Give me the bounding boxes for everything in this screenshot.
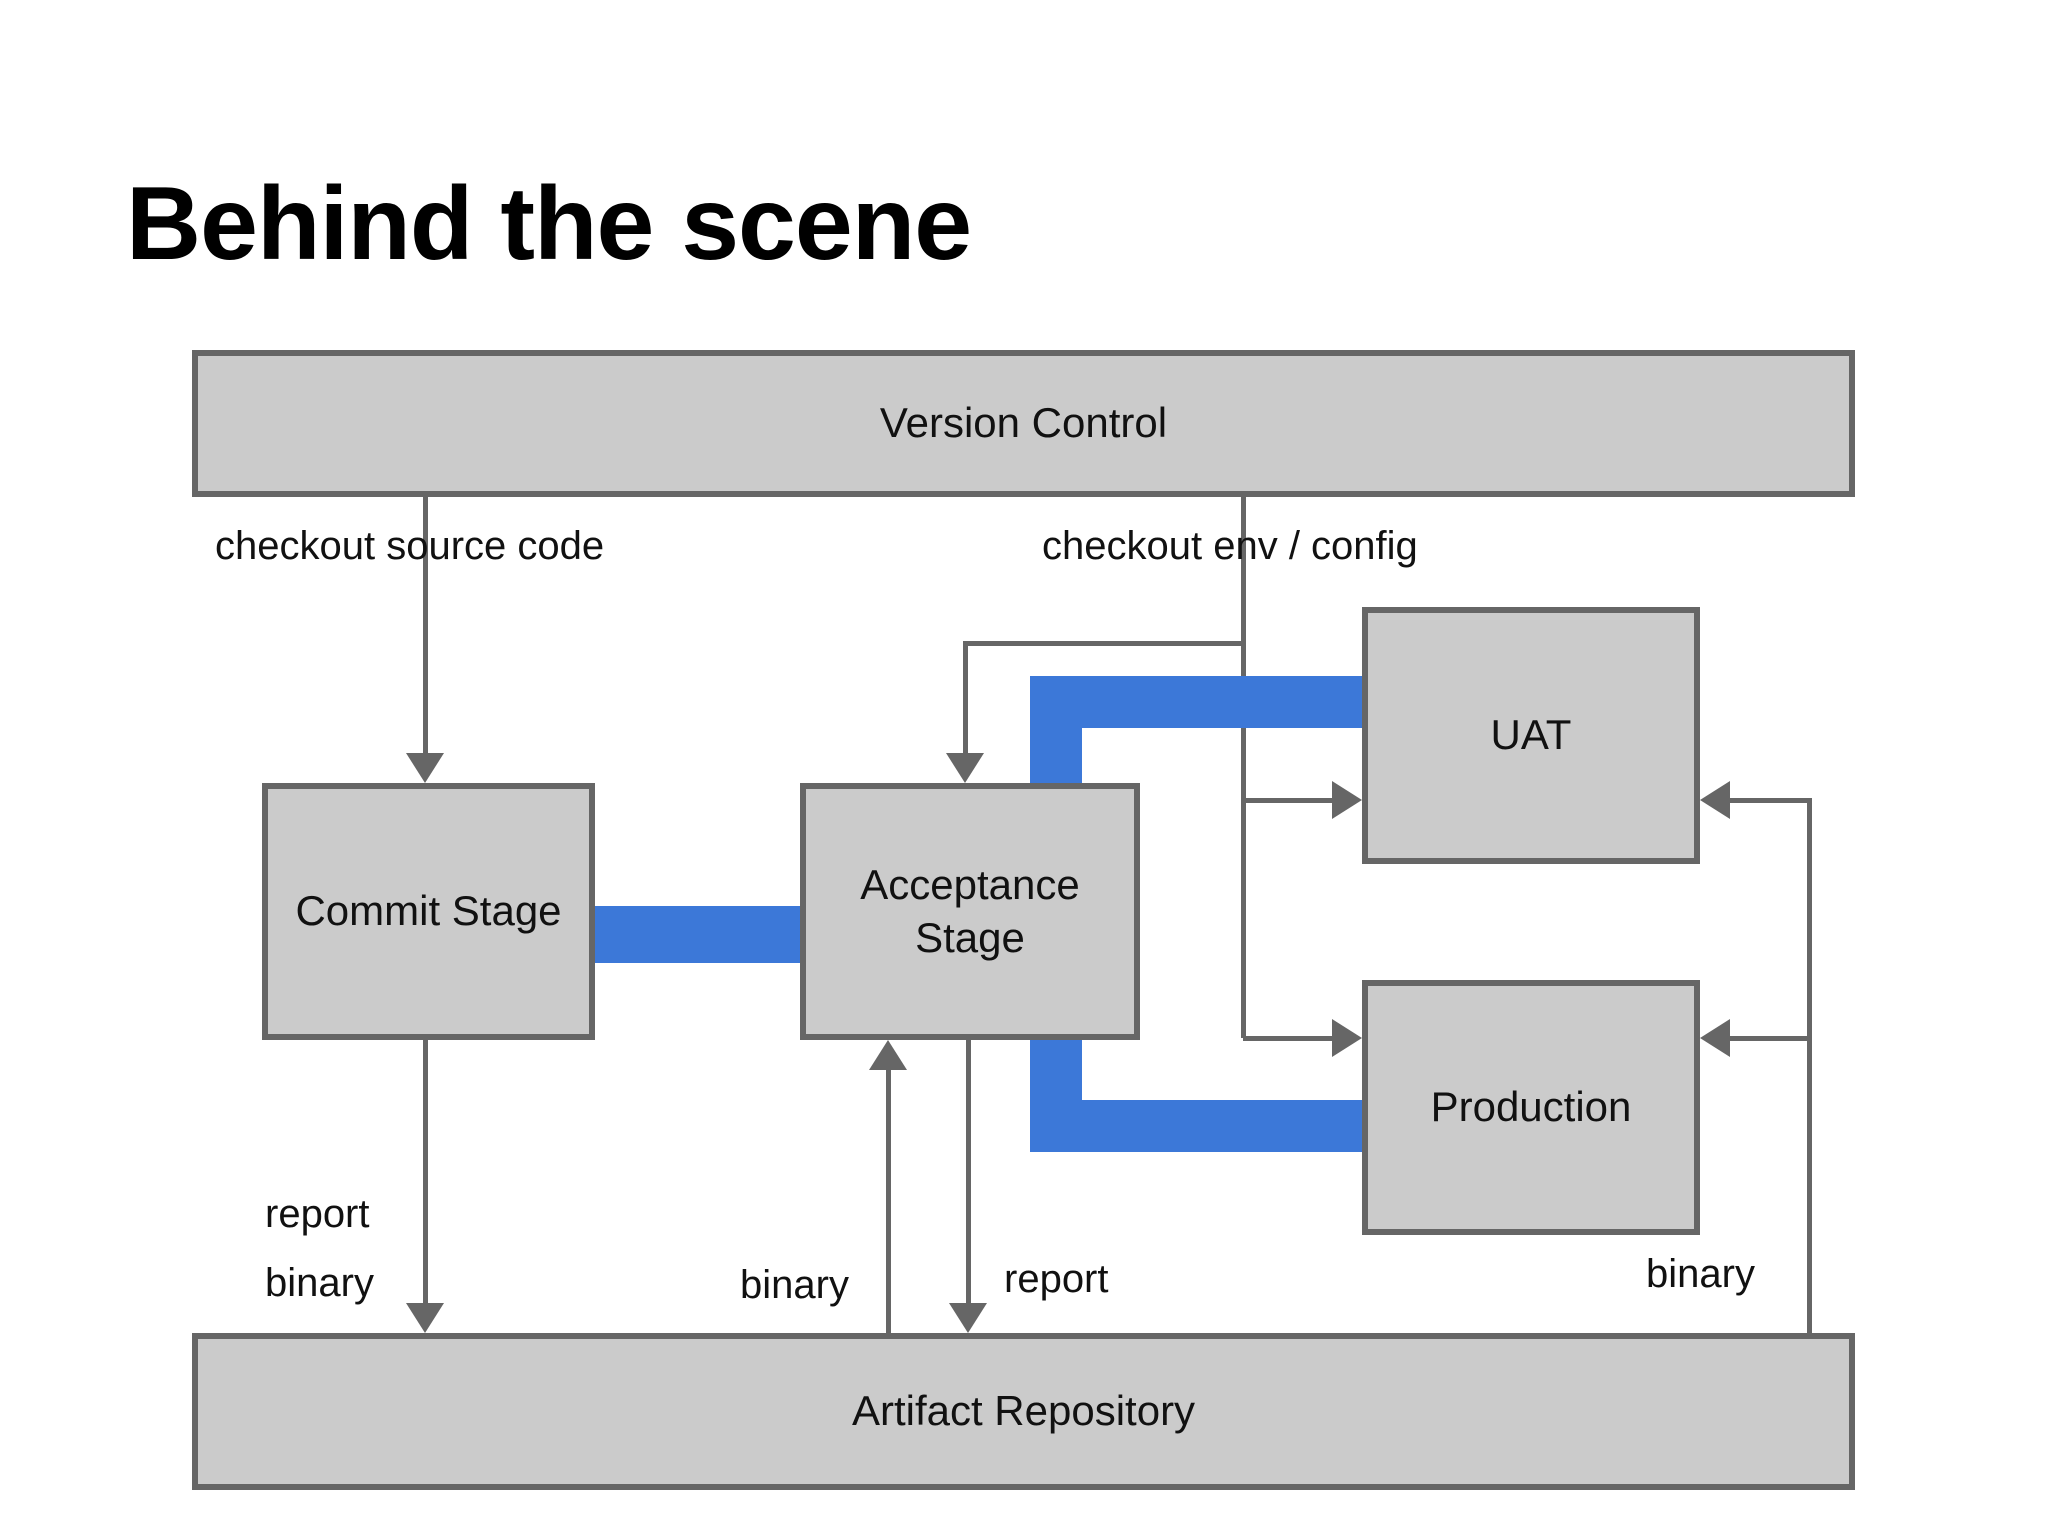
node-uat-label: UAT (1490, 711, 1572, 759)
pipeline-commit-to-acceptance (595, 906, 800, 963)
node-uat: UAT (1362, 607, 1700, 864)
binary-to-uat-arrowhead-icon (1700, 781, 1730, 819)
repo-to-acceptance-line (886, 1066, 891, 1333)
node-acceptance-stage-label: Acceptance Stage (860, 861, 1080, 961)
pipeline-acceptance-to-uat-horizontal (1030, 676, 1362, 728)
repo-to-acceptance-arrowhead-icon (869, 1040, 907, 1070)
node-production: Production (1362, 980, 1700, 1235)
env-to-acceptance-vertical-line (963, 641, 968, 757)
env-to-uat-line (1243, 798, 1335, 803)
repo-binary-trunk-line (1807, 798, 1812, 1333)
node-version-control-label: Version Control (879, 399, 1168, 447)
node-commit-stage-label: Commit Stage (295, 887, 562, 935)
binary-to-production-line (1727, 1036, 1807, 1041)
node-artifact-repository: Artifact Repository (192, 1333, 1855, 1490)
commit-to-repo-line (423, 1040, 428, 1306)
env-to-production-line (1243, 1036, 1335, 1041)
node-version-control: Version Control (192, 350, 1855, 497)
acceptance-to-repo-line (966, 1040, 971, 1306)
edge-label-binary-right: binary (1646, 1252, 1755, 1296)
edge-label-binary-middle: binary (740, 1263, 849, 1307)
commit-to-repo-arrowhead-icon (406, 1303, 444, 1333)
edge-label-checkout-env-config: checkout env / config (1042, 524, 1418, 568)
page-title: Behind the scene (126, 166, 972, 282)
vc-env-trunk-line (1241, 497, 1246, 1038)
node-commit-stage: Commit Stage (262, 783, 595, 1040)
pipeline-acceptance-to-production-horizontal (1030, 1100, 1362, 1152)
env-to-acceptance-arrowhead-icon (946, 753, 984, 783)
env-to-acceptance-horizontal-line (963, 641, 1246, 646)
acceptance-to-repo-arrowhead-icon (949, 1303, 987, 1333)
binary-to-uat-line (1727, 798, 1807, 803)
node-acceptance-stage: Acceptance Stage (800, 783, 1140, 1040)
binary-to-production-arrowhead-icon (1700, 1019, 1730, 1057)
vc-to-commit-arrowhead-icon (406, 753, 444, 783)
edge-label-binary-left: binary (265, 1261, 374, 1305)
env-to-production-arrowhead-icon (1332, 1019, 1362, 1057)
node-production-label: Production (1430, 1083, 1632, 1131)
edge-label-checkout-source-code: checkout source code (215, 524, 605, 568)
edge-label-report-left: report (265, 1192, 370, 1236)
env-to-uat-arrowhead-icon (1332, 781, 1362, 819)
node-artifact-repository-label: Artifact Repository (851, 1387, 1196, 1435)
edge-label-report-middle: report (1004, 1257, 1109, 1301)
vc-to-commit-line (423, 497, 428, 757)
